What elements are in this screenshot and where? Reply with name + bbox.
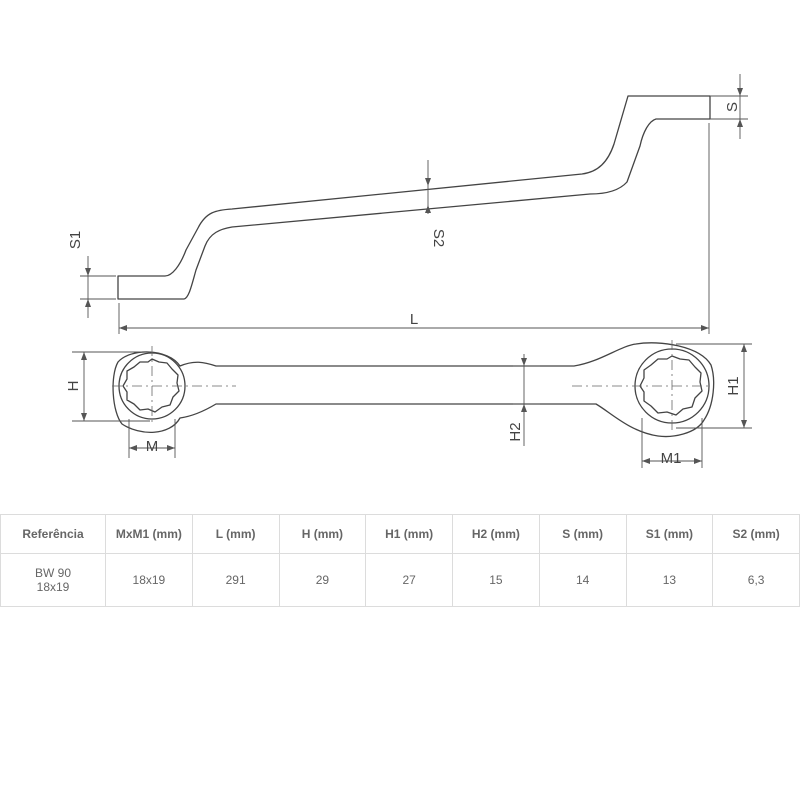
- wrench-top-outline: [112, 342, 715, 438]
- header-h1: H1 (mm): [365, 514, 453, 554]
- cell-h: 29: [278, 553, 367, 607]
- left-ring-12point: [122, 358, 180, 413]
- specifications-table: Referência MxM1 (mm) L (mm) H (mm) H1 (m…: [0, 514, 800, 607]
- table-header-row: Referência MxM1 (mm) L (mm) H (mm) H1 (m…: [0, 514, 800, 554]
- label-s1: S1: [67, 231, 84, 249]
- header-reference: Referência: [0, 514, 106, 554]
- label-l: L: [410, 311, 418, 328]
- header-s1: S1 (mm): [625, 514, 714, 554]
- label-s: S: [724, 102, 741, 112]
- label-m: M: [146, 438, 159, 455]
- cell-h2: 15: [452, 553, 540, 607]
- label-h1: H1: [725, 376, 742, 395]
- header-l: L (mm): [191, 514, 280, 554]
- cell-s: 14: [538, 553, 627, 607]
- label-m1: M1: [661, 450, 682, 467]
- reference-line-2: 18x19: [36, 580, 70, 594]
- cell-reference: BW 90 18x19: [0, 553, 106, 607]
- label-s2: S2: [430, 229, 447, 247]
- cell-s1: 13: [625, 553, 714, 607]
- header-s: S (mm): [538, 514, 627, 554]
- cell-mxm1: 18x19: [105, 553, 193, 607]
- reference-line-1: BW 90: [34, 566, 71, 580]
- cell-h1: 27: [365, 553, 453, 607]
- header-s2: S2 (mm): [712, 514, 800, 554]
- label-h2: H2: [507, 422, 524, 441]
- table-row: BW 90 18x19 18x19 291 29 27 15 14 13 6,3: [0, 553, 800, 607]
- label-h: H: [65, 381, 82, 392]
- header-h2: H2 (mm): [452, 514, 540, 554]
- header-mxm1: MxM1 (mm): [105, 514, 193, 554]
- wrench-technical-drawing: S S1 S2 L H H1 H2 M M1: [65, 74, 752, 468]
- right-ring-12point: [639, 355, 703, 416]
- cell-l: 291: [191, 553, 280, 607]
- wrench-side-profile: [117, 95, 711, 300]
- cell-s2: 6,3: [712, 553, 800, 607]
- header-h: H (mm): [278, 514, 367, 554]
